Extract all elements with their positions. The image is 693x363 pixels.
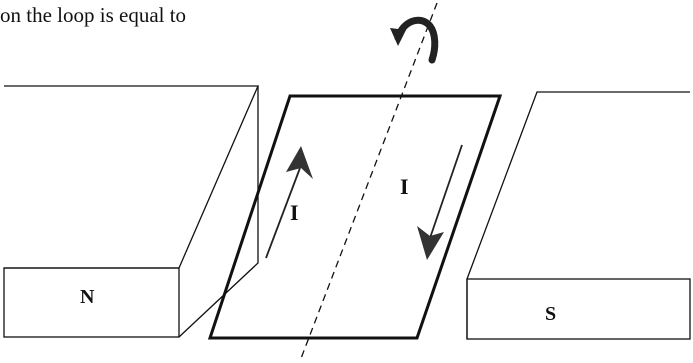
current-loop (207, 94, 503, 340)
rotation-arrow-icon (394, 16, 439, 64)
left-current-arrowhead-icon (286, 146, 313, 179)
right-current-arrowhead-icon (417, 226, 444, 260)
left-current-arrow-shaft (265, 167, 301, 259)
north-magnet (3, 85, 259, 338)
south-magnet (466, 91, 691, 340)
south-magnet-top-edge (466, 91, 690, 280)
right-current-label: I (400, 174, 409, 199)
rotation-arrowhead-icon (390, 28, 406, 46)
question-text-fragment: on the loop is equal to (0, 3, 187, 27)
north-magnet-top-edge (4, 85, 259, 269)
right-current-arrow-shaft (429, 144, 463, 239)
north-pole-label: N (80, 286, 95, 308)
north-magnet-side-face (178, 86, 259, 338)
south-magnet-front-face (466, 278, 691, 340)
left-current-label: I (290, 200, 299, 225)
south-pole-label: S (545, 303, 556, 325)
rotation-axis (299, 2, 438, 362)
